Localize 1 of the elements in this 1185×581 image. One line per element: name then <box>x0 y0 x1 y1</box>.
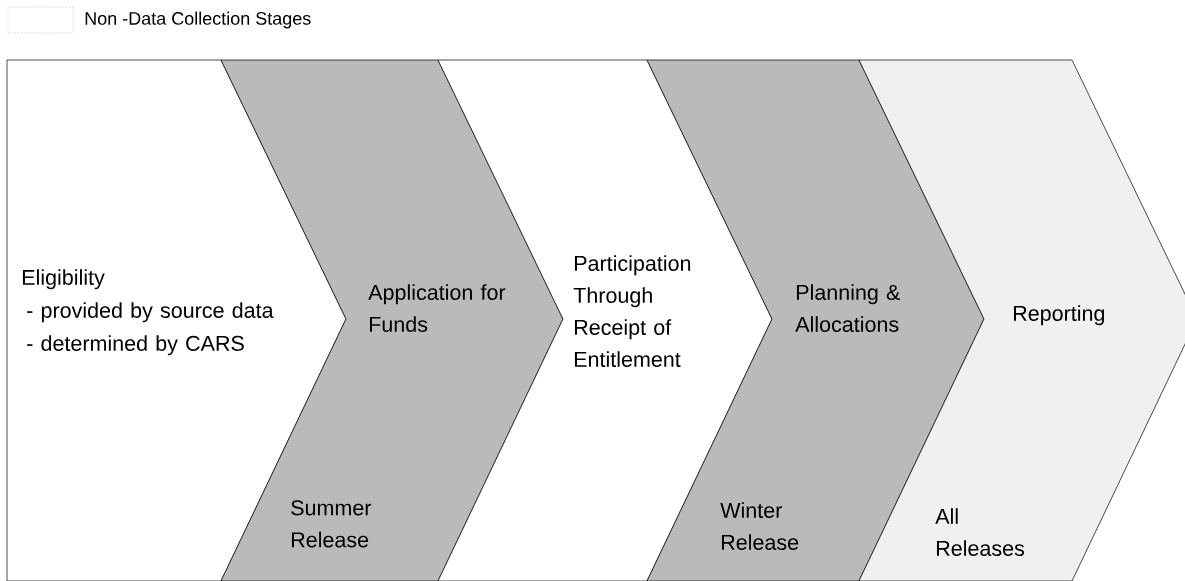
legend-label: Non -Data Collection Stages <box>85 11 311 29</box>
